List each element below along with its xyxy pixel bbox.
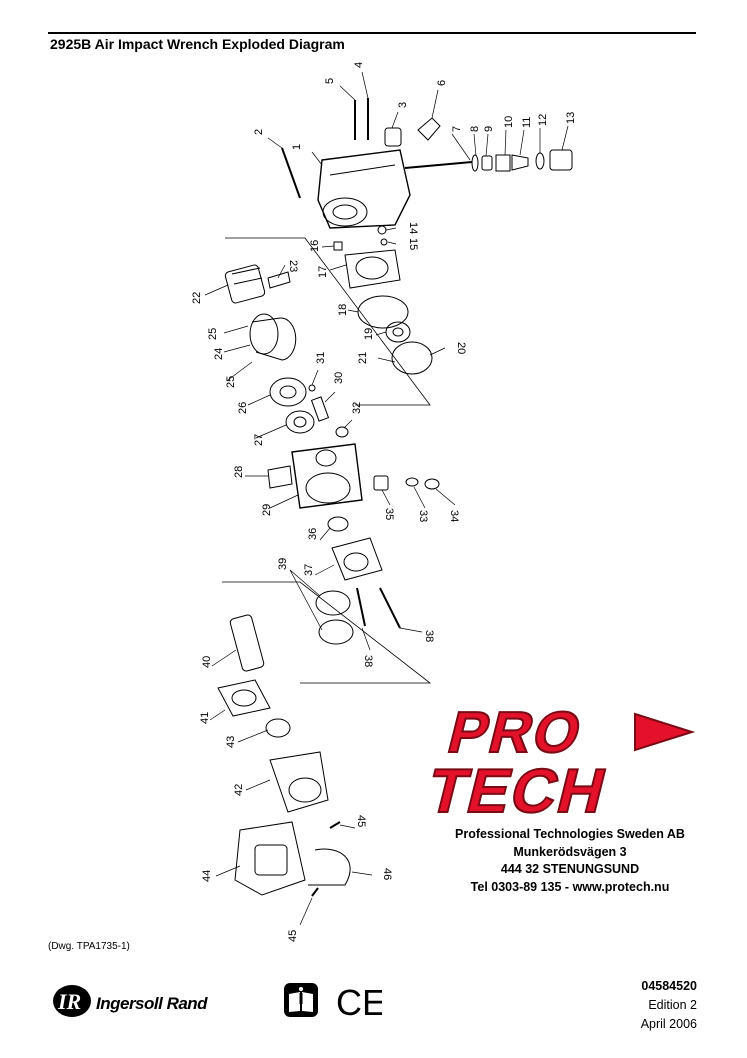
- part-number-3: 3: [397, 102, 409, 108]
- company-name: Professional Technologies Sweden AB: [455, 827, 685, 841]
- part-number-35: 35: [383, 508, 395, 520]
- dealer-address: Professional Technologies Sweden AB Munk…: [430, 826, 710, 896]
- part-number-38b: 38: [423, 630, 435, 642]
- drawing-reference: (Dwg. TPA1735-1): [48, 941, 130, 952]
- part-number-45b: 45: [287, 930, 299, 942]
- part-number-44: 44: [201, 870, 213, 882]
- part-number-25a: 25: [207, 328, 219, 340]
- part-number-29: 29: [261, 504, 273, 516]
- part-number-25b: 25: [225, 376, 237, 388]
- part-number-37: 37: [303, 564, 315, 576]
- part-number-38a: 38: [362, 655, 374, 667]
- ce-mark-icon: CE: [336, 984, 382, 1018]
- ir-mark-text: IR: [57, 989, 81, 1014]
- doc-number: 04584520: [641, 979, 697, 993]
- part-number-31: 31: [315, 352, 327, 364]
- edition: Edition 2: [648, 998, 697, 1012]
- page-title: 2925B Air Impact Wrench Exploded Diagram: [50, 36, 345, 52]
- part-number-45a: 45: [355, 815, 367, 827]
- part-number-2: 2: [253, 129, 265, 135]
- part-number-1: 1: [291, 144, 303, 150]
- logo-bottom-text: TECH: [430, 757, 615, 820]
- part-number-17: 17: [317, 266, 329, 278]
- document-info: 04584520 Edition 2 April 2006: [641, 977, 697, 1034]
- date: April 2006: [640, 1017, 697, 1031]
- logo-top-text: PRO: [442, 701, 590, 765]
- part-number-7: 7: [451, 126, 463, 132]
- company-city: 444 32 STENUNGSUND: [500, 862, 640, 876]
- company-street: Munkerödsvägen 3: [513, 844, 627, 859]
- header-rule: [48, 32, 696, 34]
- part-number-11: 11: [521, 117, 533, 128]
- part-number-14: 14: [407, 222, 419, 234]
- part-number-33: 33: [417, 510, 429, 522]
- part-number-13: 13: [565, 112, 577, 124]
- part-number-42: 42: [233, 784, 245, 796]
- part-number-22: 22: [191, 292, 203, 304]
- part-number-43: 43: [225, 736, 237, 748]
- part-number-21: 21: [357, 352, 369, 364]
- part-number-9: 9: [483, 126, 495, 132]
- company-contact: Tel 0303-89 135 - www.protech.nu: [470, 879, 670, 894]
- part-number-23: 23: [287, 260, 299, 272]
- part-number-12: 12: [537, 114, 549, 126]
- ce-mark-text: CE: [336, 984, 382, 1018]
- part-number-27: 27: [253, 434, 265, 446]
- part-number-28: 28: [233, 466, 245, 478]
- part-number-36: 36: [307, 528, 319, 540]
- part-number-32: 32: [351, 402, 363, 414]
- part-number-4: 4: [353, 62, 365, 68]
- part-number-6: 6: [436, 80, 448, 86]
- protech-logo: PRO TECH: [430, 700, 696, 820]
- read-manual-icon: [284, 983, 318, 1017]
- part-number-5: 5: [324, 78, 336, 84]
- part-number-10: 10: [503, 116, 515, 128]
- part-number-19: 19: [363, 328, 375, 340]
- part-number-30: 30: [333, 372, 345, 384]
- part-number-8: 8: [469, 126, 481, 132]
- part-number-39: 39: [277, 558, 289, 570]
- logo-arrow-icon: [634, 712, 696, 752]
- part-number-41: 41: [199, 712, 211, 724]
- brand-name: Ingersoll Rand: [96, 994, 208, 1013]
- part-number-15: 15: [407, 238, 419, 250]
- part-number-20: 20: [455, 342, 467, 354]
- part-number-34: 34: [448, 510, 460, 522]
- part-number-24: 24: [213, 348, 225, 360]
- ingersoll-rand-logo: IR Ingersoll Rand: [53, 985, 209, 1017]
- part-number-26: 26: [237, 402, 249, 414]
- part-number-16: 16: [309, 240, 321, 252]
- part-number-18: 18: [337, 304, 349, 316]
- part-number-46: 46: [381, 868, 393, 880]
- part-number-40: 40: [201, 656, 213, 668]
